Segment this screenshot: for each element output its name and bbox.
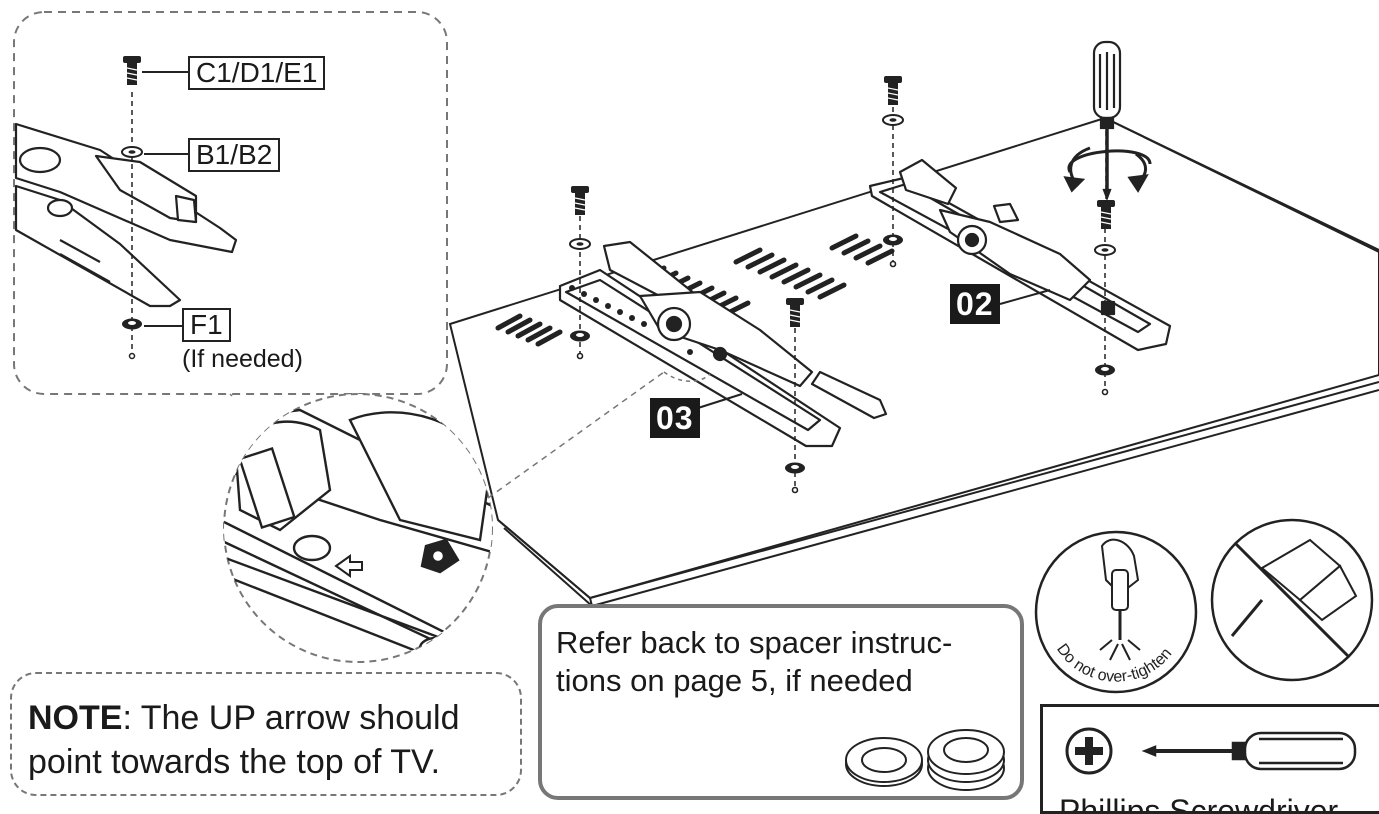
phillips-screwdriver-icon [1065,727,1357,775]
washer-part-label: B1/B2 [188,138,281,172]
rotate-arrows-icon [1063,146,1152,193]
note-prefix: NOTE [28,699,123,737]
detail-inset-frame [13,11,448,395]
bracket-02-label: 02 [950,284,1000,324]
note-box: NOTE: The UP arrow should point towards … [10,672,522,796]
note-line2: point towards the top of TV. [28,743,441,781]
bracket-02 [868,158,1172,352]
up-arrow-icon [334,554,363,578]
screw-part-label: C1/D1/E1 [188,56,326,90]
spacer-line2: tions on page 5, if needed [556,663,913,698]
tool-caption: Phillips Screwdriver [1059,793,1339,814]
detail-washer-icon [121,146,143,158]
tool-box: Phillips Screwdriver [1040,704,1379,814]
spacer-text: Refer back to spacer instruc- tions on p… [556,624,1016,700]
spacer-icon [845,729,1005,791]
screwdriver-icon [1092,40,1122,202]
prohibited-icon [1210,518,1374,682]
do-not-overtighten-icon: Do not over-tighten [1034,530,1198,694]
note-text: NOTE: The UP arrow should point towards … [28,696,459,784]
nut-part-label: F1 [182,308,231,342]
detail-bracket [14,122,238,308]
phillips-cross-icon [1065,727,1113,775]
bracket-03 [558,240,888,448]
spacer-line1: Refer back to spacer instruc- [556,625,953,660]
spacer-instructions-box: Refer back to spacer instruc- tions on p… [538,604,1024,800]
zoom-detail-circle [223,393,493,663]
detail-nut-icon [122,318,142,330]
bracket-03-label: 03 [650,398,700,438]
nut-note-text: (If needed) [182,345,303,373]
note-line1: : The UP arrow should [122,699,460,737]
